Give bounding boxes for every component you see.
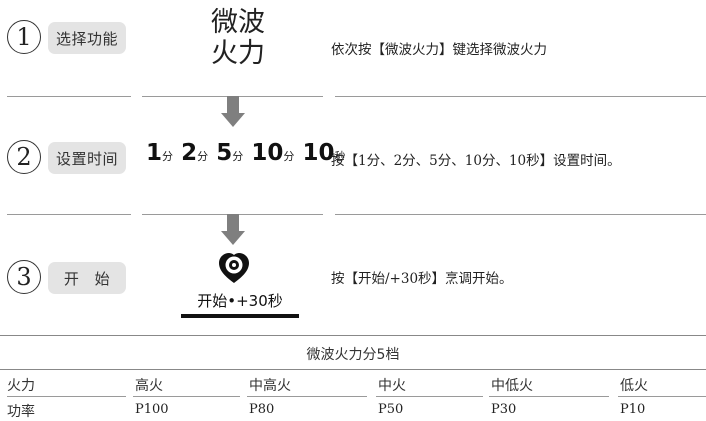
- power-low: P10: [620, 402, 646, 417]
- power-medium-low: P30: [491, 402, 517, 417]
- down-arrow-icon: [221, 214, 245, 245]
- microwave-power-button[interactable]: 微波 火力: [206, 7, 270, 69]
- step-1-label: 选择功能: [48, 22, 126, 54]
- level-medium: 中火: [378, 378, 406, 394]
- divider: [7, 96, 131, 97]
- time-buttons: 1分 2分 5分 10分 10秒: [146, 140, 348, 166]
- step-2-instruction: 按【1分、2分、5分、10分、10秒】设置时间。: [331, 153, 621, 169]
- step-3-instruction: 按【开始/+30秒】烹调开始。: [331, 271, 513, 287]
- row-header-level: 火力: [7, 378, 35, 394]
- table-rule: [133, 396, 240, 397]
- table-rule: [618, 396, 706, 397]
- level-medium-high: 中高火: [249, 378, 291, 394]
- start-button[interactable]: 开始•+30秒: [197, 292, 283, 310]
- step-2-label: 设置时间: [48, 142, 126, 174]
- divider: [335, 96, 706, 97]
- step-1-instruction: 依次按【微波火力】键选择微波火力: [331, 42, 547, 58]
- divider: [7, 214, 131, 215]
- table-rule: [0, 369, 706, 370]
- step-1-number: 1: [7, 20, 41, 54]
- time-button-5min[interactable]: 5分: [216, 140, 244, 166]
- divider: [335, 214, 706, 215]
- row-header-power: 功率: [7, 404, 35, 420]
- table-rule: [247, 396, 367, 397]
- level-high: 高火: [135, 378, 163, 394]
- time-button-2min[interactable]: 2分: [181, 140, 209, 166]
- time-button-1min[interactable]: 1分: [146, 140, 174, 166]
- time-button-10min[interactable]: 10分: [251, 140, 295, 166]
- level-medium-low: 中低火: [491, 378, 533, 394]
- microwave-power-line2: 火力: [211, 38, 265, 69]
- table-rule: [489, 396, 609, 397]
- step-3-number: 3: [7, 260, 41, 294]
- power-medium: P50: [378, 402, 404, 417]
- table-top-rule: [0, 335, 706, 336]
- table-rule: [376, 396, 483, 397]
- time-button-10sec[interactable]: 10秒: [302, 140, 346, 166]
- start-button-underline: [181, 314, 299, 318]
- table-rule: [7, 396, 126, 397]
- down-arrow-icon: [221, 96, 245, 127]
- power-high: P100: [135, 402, 169, 417]
- start-icon: [216, 250, 252, 286]
- level-low: 低火: [620, 378, 648, 394]
- power-medium-high: P80: [249, 402, 275, 417]
- microwave-power-line1: 微波: [211, 7, 265, 38]
- step-2-number: 2: [7, 140, 41, 174]
- power-table-title: 微波火力分5档: [306, 347, 400, 363]
- step-3-label: 开 始: [48, 262, 126, 294]
